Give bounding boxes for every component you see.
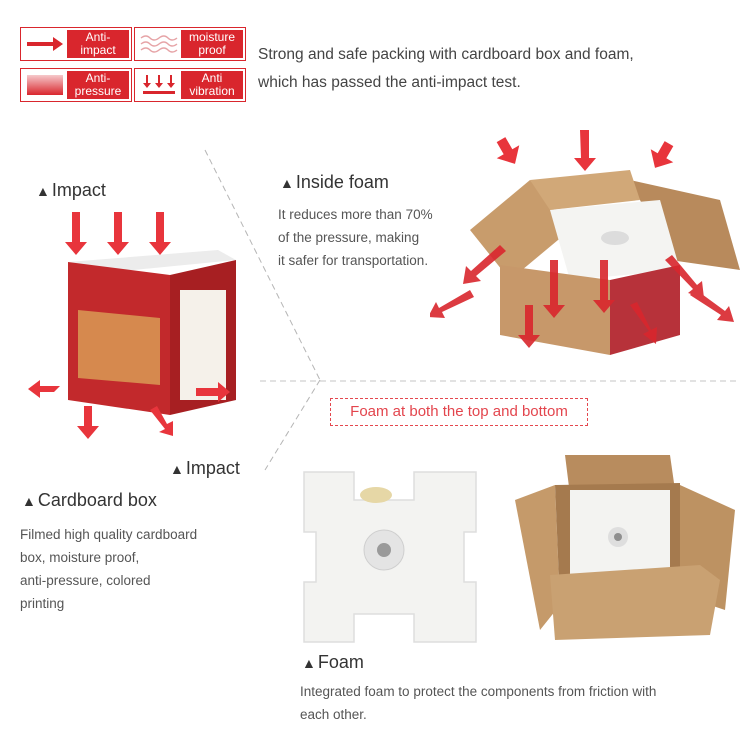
foam-block-illustration <box>303 471 477 643</box>
right-arrow-icon <box>23 30 67 58</box>
anti-pressure-badge: Anti-pressure <box>20 68 132 102</box>
inside-foam-heading: ▲Inside foam <box>280 172 389 192</box>
arrows-out <box>430 245 734 348</box>
anti-pressure-label: Anti-pressure <box>67 71 129 99</box>
impact-down-arrows <box>65 212 171 255</box>
intro-line-1: Strong and safe packing with cardboard b… <box>258 46 634 63</box>
foam-heading: ▲Foam <box>302 652 364 672</box>
wavy-lines-icon <box>137 30 181 58</box>
impact-out-arrows <box>28 380 230 439</box>
impact-top-heading: ▲Impact <box>36 180 106 200</box>
triangle-icon: ▲ <box>302 655 316 671</box>
triangle-icon: ▲ <box>36 183 50 199</box>
vibration-arrows-icon <box>137 71 181 99</box>
arrows-in <box>496 130 674 171</box>
anti-impact-badge: Anti-impact <box>20 27 132 61</box>
open-box-illustration <box>430 130 740 355</box>
foam-top-bottom-callout: Foam at both the top and bottom <box>330 398 588 426</box>
cardboard-box-heading: ▲Cardboard box <box>22 490 157 510</box>
intro-line-2: which has passed the anti-impact test. <box>258 74 521 91</box>
inside-foam-description: It reduces more than 70% of the pressure… <box>278 207 433 268</box>
impact-bottom-heading: ▲Impact <box>170 458 240 478</box>
foam-description: Integrated foam to protect the component… <box>300 684 657 722</box>
cardboard-box-description: Filmed high quality cardboard box, moist… <box>20 527 198 611</box>
triangle-icon: ▲ <box>280 175 294 191</box>
product-box-illustration <box>28 212 236 439</box>
pressure-gradient-icon <box>23 71 67 99</box>
anti-impact-label: Anti-impact <box>67 30 129 58</box>
open-box-with-foam-illustration <box>515 455 735 640</box>
triangle-icon: ▲ <box>22 493 36 509</box>
intro-text: Strong and safe packing with cardboard b… <box>258 41 718 97</box>
triangle-icon: ▲ <box>170 461 184 477</box>
